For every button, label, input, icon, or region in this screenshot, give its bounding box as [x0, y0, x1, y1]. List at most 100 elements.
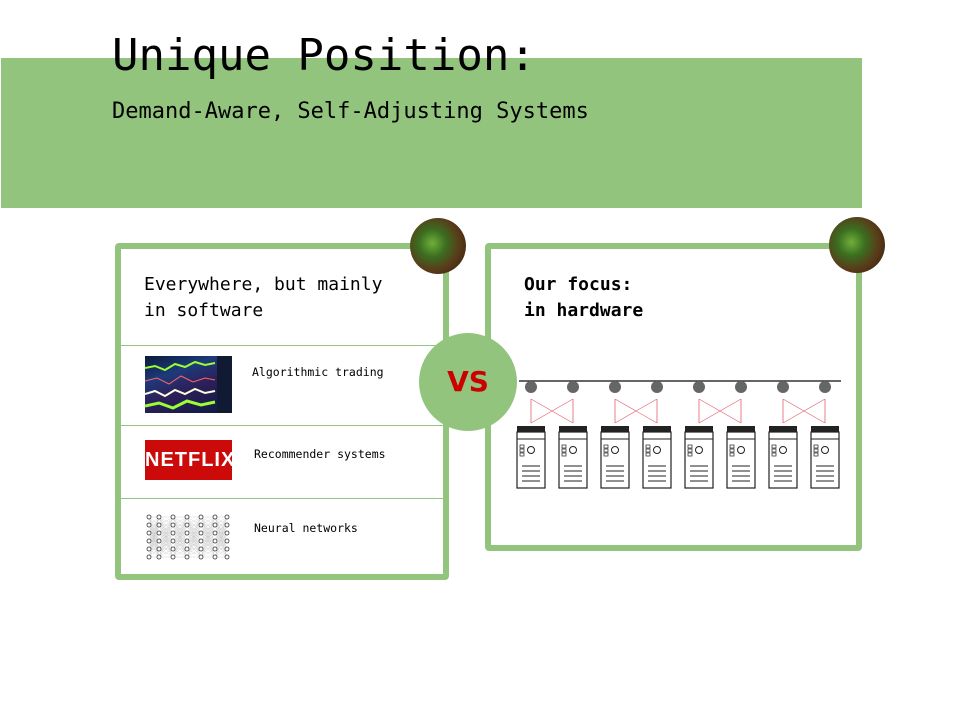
nn-edge [158, 516, 174, 558]
nn-node [184, 530, 190, 536]
server-button [519, 444, 525, 449]
server-dial [821, 446, 829, 454]
switch-icon [651, 381, 663, 393]
nn-edge [200, 548, 216, 558]
item-algorithmic-trading: Algorithmic trading [252, 365, 384, 379]
nn-node [224, 554, 230, 560]
nn-edge [172, 516, 188, 542]
nn-edge [214, 516, 228, 550]
server-icon [642, 431, 672, 489]
nn-edge [148, 516, 160, 550]
nn-edge [186, 516, 202, 526]
nn-node [184, 554, 190, 560]
item-neural-networks: Neural networks [254, 521, 358, 535]
nn-node [146, 554, 152, 560]
nn-node [146, 514, 152, 520]
nn-node [212, 522, 218, 528]
nn-node [224, 538, 230, 544]
server-button [603, 444, 609, 449]
nn-node [146, 522, 152, 528]
nn-edge [214, 532, 228, 558]
nn-edge [186, 516, 202, 558]
server-button [729, 444, 735, 449]
nn-node [156, 554, 162, 560]
nn-edge [148, 516, 160, 534]
server-button [561, 444, 567, 449]
nn-node [146, 546, 152, 552]
nn-node [198, 554, 204, 560]
nn-edge [186, 516, 202, 542]
server-top [601, 426, 629, 432]
server-button [645, 448, 651, 453]
server-top [643, 426, 671, 432]
server-icon [516, 431, 546, 489]
software-card: Everywhere, but mainly in software Algor… [115, 243, 449, 580]
switch-icon [735, 381, 747, 393]
nn-edge [158, 516, 174, 550]
software-card-heading: Everywhere, but mainly in software [144, 274, 383, 321]
nn-edge [214, 540, 228, 558]
server-top [685, 426, 713, 432]
nn-node [170, 538, 176, 544]
server-button [603, 452, 609, 457]
title-band [1, 58, 862, 208]
switch-icon [693, 381, 705, 393]
nn-node [212, 554, 218, 560]
server-icon [768, 431, 798, 489]
nn-node [156, 538, 162, 544]
nn-edge [172, 516, 188, 558]
nn-edge [158, 516, 174, 542]
nn-node [212, 514, 218, 520]
nn-edge [214, 524, 228, 558]
server-dial [779, 446, 787, 454]
nn-node [184, 546, 190, 552]
nn-edge [214, 516, 228, 534]
server-button [771, 448, 777, 453]
nn-node [170, 514, 176, 520]
server-top [559, 426, 587, 432]
nn-node [146, 538, 152, 544]
slide-title: Unique Position: [112, 30, 536, 81]
nn-node [146, 530, 152, 536]
nn-node [156, 530, 162, 536]
slide-subtitle: Demand-Aware, Self-Adjusting Systems [112, 99, 589, 124]
nn-edge [186, 524, 202, 558]
server-button [561, 448, 567, 453]
server-icon [810, 431, 840, 489]
link [698, 398, 742, 424]
server-dial [695, 446, 703, 454]
nn-node [184, 538, 190, 544]
nn-edge [214, 548, 228, 558]
neural-network-graphic [146, 514, 230, 560]
server-button [519, 452, 525, 457]
server-button [813, 448, 819, 453]
datacenter-diagram [516, 380, 841, 489]
server-icon [600, 431, 630, 489]
nn-edge [172, 548, 188, 558]
server-button [645, 452, 651, 457]
link [530, 398, 574, 424]
server-button [813, 452, 819, 457]
server-button [813, 444, 819, 449]
server-dial [527, 446, 535, 454]
nn-edge [158, 524, 174, 558]
nn-edge [158, 532, 174, 558]
nn-edge [186, 516, 202, 550]
nn-node [184, 522, 190, 528]
divider [121, 345, 443, 346]
server-button [771, 444, 777, 449]
item-recommender-systems: Recommender systems [254, 447, 386, 461]
nn-edge [186, 540, 202, 558]
switch-icon [525, 381, 537, 393]
stock-chart-lines [145, 356, 232, 413]
nn-node [198, 530, 204, 536]
switch-icon [819, 381, 831, 393]
nn-edge [214, 516, 228, 558]
nn-edge [200, 516, 216, 550]
netflix-logo: NETFLIX [145, 440, 234, 480]
nn-edge [200, 524, 216, 558]
nn-node [198, 546, 204, 552]
switch-icon [567, 381, 579, 393]
divider [121, 425, 443, 426]
server-top [769, 426, 797, 432]
